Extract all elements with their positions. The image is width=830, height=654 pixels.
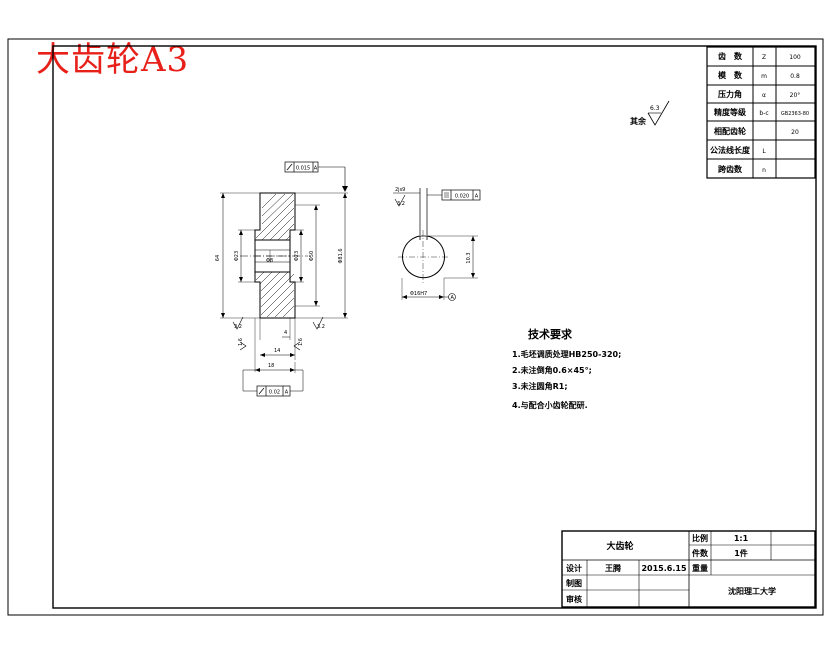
bottom-runout-datum: A [285,390,289,396]
param-name: 相配齿轮 [714,126,746,136]
param-name: 精度等级 [714,107,747,117]
param-value: 20 [791,129,799,136]
datum-label: A [451,295,455,301]
roughness-b: 3.2 [317,324,325,330]
weight-label: 重量 [692,563,708,573]
roughness-note: 其余 6.3 [630,100,670,126]
outer-border [7,38,824,616]
dim-overall-height: 64 [215,255,221,261]
symmetry-datum: A [475,194,479,200]
school-name: 沈阳理工大学 [728,586,776,596]
dim-hub-dia-right: Φ23 [294,251,300,261]
runout-datum: A [314,166,318,172]
param-symbol: m [761,73,767,80]
param-symbol: α [762,92,766,99]
designer-label: 设计 [566,563,582,573]
title-block: 大齿轮 比例 1:1 件数 1件 设计 王腾 2015.6.15 重量 制图 审… [561,530,816,608]
param-symbol: Z [762,54,766,61]
part-name: 大齿轮 [606,540,633,552]
param-value: 0.8 [790,73,800,80]
roughness-note-value: 6.3 [650,105,660,112]
param-name: 模 数 [718,70,743,80]
symmetry-tolerance: 0.020 [455,194,469,200]
roughness-c: 1.6 [238,338,244,346]
bore-dia: Φ16H7 [410,291,427,297]
drafter-label: 制图 [566,578,582,588]
tech-req-item: 1.毛坯调质处理HB250-320; [512,349,621,359]
param-name: 跨齿数 [718,164,743,174]
inner-border [52,45,817,609]
runout-tolerance: 0.015 [296,166,310,172]
key-depth: 10.3 [466,252,472,263]
reviewer-label: 审核 [566,594,582,604]
param-value: 100 [789,54,801,61]
dim-bore-dia: Φ8 [266,258,273,264]
bore-keyway-view: 2js9 3.2 0.020 A 10.3 [393,187,481,301]
tech-req-item: 2.未注倒角0.6×45°; [512,365,592,375]
dim-hub-width: 14 [274,348,280,354]
param-symbol: b-c [759,110,768,117]
scale-label: 比例 [692,533,708,543]
keyway-roughness: 3.2 [397,201,405,207]
tech-req-item: 3.未注圆角R1; [512,381,568,391]
dim-root-dia: Φ50 [309,251,315,261]
param-symbol: L [762,148,766,155]
param-name: 公法线长度 [710,145,751,155]
roughness-note-label: 其余 [630,116,647,126]
count-value: 1件 [734,548,748,558]
count-label: 件数 [692,548,709,558]
design-date: 2015.6.15 [641,564,686,573]
dim-tip-dia: Φ81.6 [338,248,344,263]
gear-parameter-table: 齿 数 Z 100 模 数 m 0.8 压力角 α 20° 精度等级 b-c G… [706,46,816,179]
tech-req-item: 4.与配合小齿轮配研. [512,400,588,410]
tech-req-title: 技术要求 [528,327,573,341]
keyway-width: 2js9 [395,187,405,193]
gear-section-view: 0.015 A [215,161,348,397]
dim-hub-dia-left: Φ23 [234,251,240,261]
bottom-runout-tolerance: 0.02 [269,390,280,396]
technical-requirements: 技术要求 1.毛坯调质处理HB250-320; 2.未注倒角0.6×45°; 3… [512,327,621,410]
designer-name: 王腾 [605,563,622,573]
dim-total-width: 18 [268,363,274,369]
param-value: GB2363-80 [781,111,809,117]
param-name: 压力角 [718,89,742,99]
roughness-d: 1.6 [298,338,304,346]
param-name: 齿 数 [718,51,743,61]
dim-step: 4 [284,330,287,336]
scale-value: 1:1 [734,534,749,543]
param-value: 20° [790,92,801,99]
roughness-a: 3.2 [234,324,242,330]
param-symbol: n [762,167,766,174]
